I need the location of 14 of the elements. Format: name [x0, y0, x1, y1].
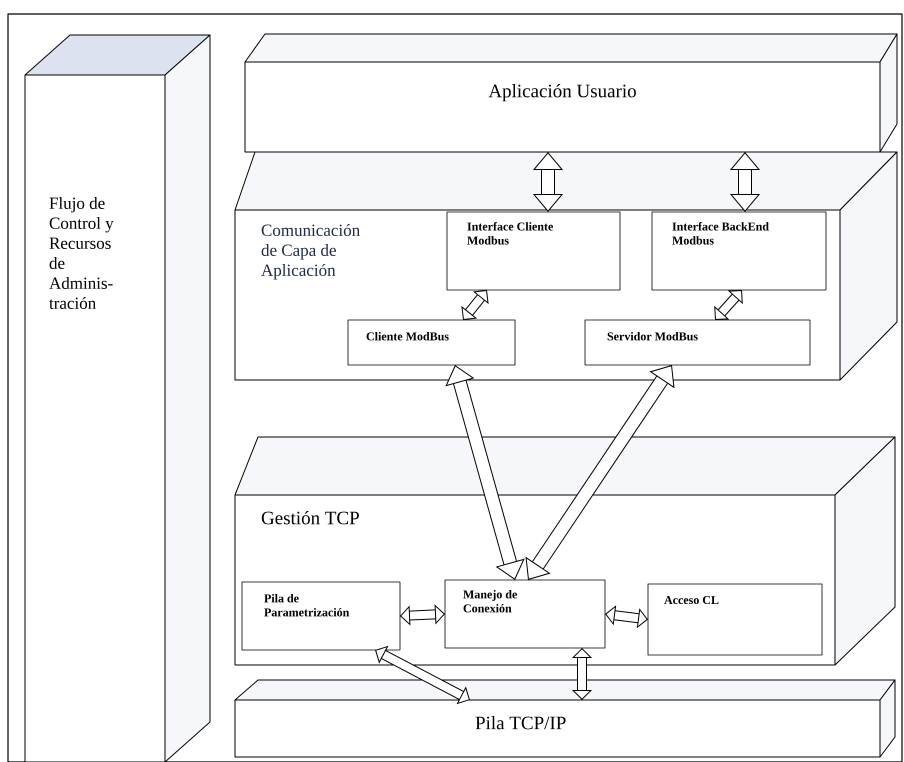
block-arrow: [714, 290, 743, 320]
block-arrow: [730, 152, 760, 212]
module-box: Pila de Parametrización: [242, 582, 400, 650]
module-box: Acceso CL: [648, 584, 822, 656]
block-arrow: [400, 604, 445, 626]
layer-block: Pila TCP/IP: [234, 680, 896, 758]
module-box: Interface Cliente Modbus: [446, 212, 620, 290]
block-arrow: [532, 152, 564, 212]
column-block: Flujo de Control y Recursos de Adminis-tración: [24, 34, 210, 762]
block-arrow: [445, 365, 525, 580]
module-box: Manejo de Conexión: [444, 580, 606, 648]
layer-block: Aplicación Usuario: [244, 34, 898, 152]
module-box: Interface BackEnd Modbus: [652, 212, 826, 290]
block-arrow: [572, 648, 592, 700]
